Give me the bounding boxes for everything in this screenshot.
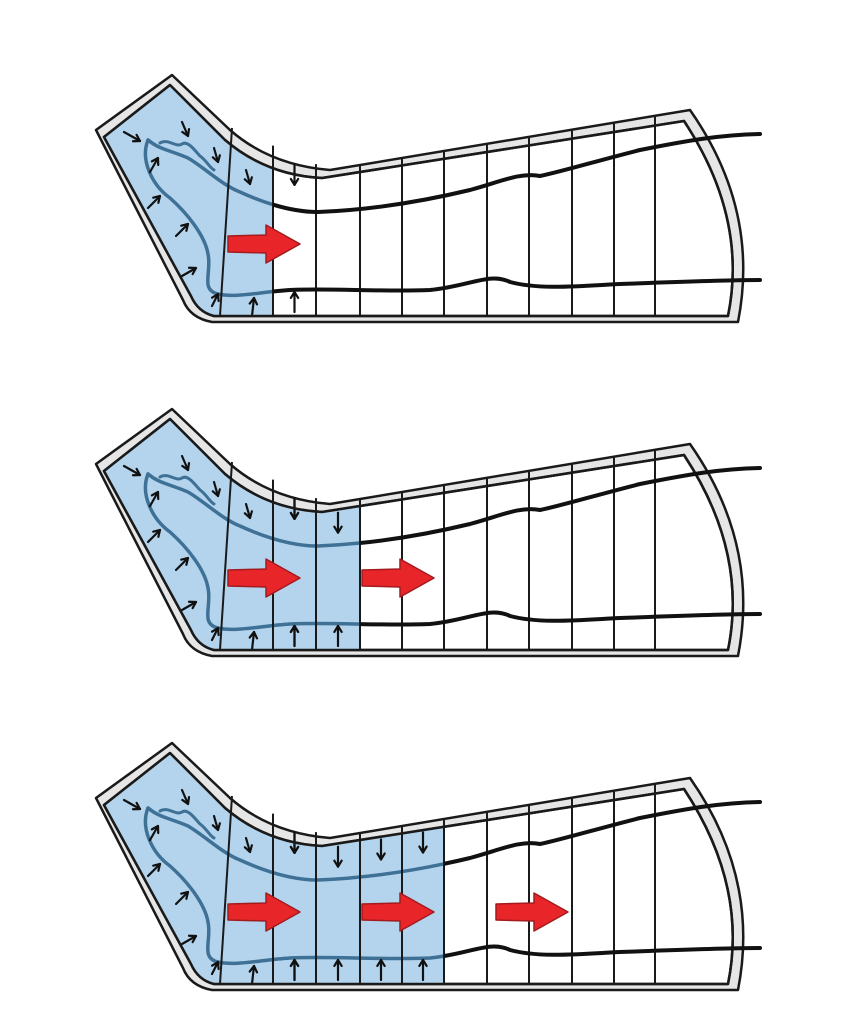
leg-lower-contour [360,610,762,627]
inflated-fill [104,419,360,650]
compression-arrow-icon [148,156,160,174]
chamber-divider [219,461,233,651]
compression-arrow-icon [333,624,343,648]
leg-upper-contour [444,800,762,866]
foot-toes [158,808,216,840]
flow-direction-arrow-icon [361,558,435,598]
leg-upper-contour [360,466,762,546]
leg-lower-contour-inflated [143,806,444,966]
inflated-region [104,419,360,650]
compression-arrow-icon [211,814,221,832]
leg-upper-contour-inflated [146,466,360,548]
compression-arrow-icon [180,788,191,806]
compression-arrow-icon [146,862,162,878]
compression-arrow-icon [210,292,220,308]
compression-arrow-icon [333,511,343,534]
leg-lower-contour [273,276,762,294]
compression-arrow-icon [243,836,253,854]
flow-direction-arrow-icon [227,224,301,264]
sleeve-inner-outline [102,83,734,318]
sleeve-inner-outline [102,751,734,986]
leg-upper-contour-inflated [146,132,273,214]
compression-arrow-icon [148,490,160,508]
inflated-fill [104,85,273,316]
leg-lower-contour-inflated [143,138,273,298]
compression-arrow-icon [180,934,198,946]
leg-upper-contour [273,132,762,215]
compression-arrow-icon [180,266,198,278]
compression-arrow-icon [418,831,428,854]
chamber-divider [219,795,233,985]
compression-arrow-icon [122,130,142,143]
compression-arrow-icon [248,630,259,652]
leg-contour [143,132,273,298]
sleeve-stage-3 [94,741,745,992]
compression-arrow-icon [243,502,253,520]
compression-arrow-icon [180,120,191,138]
compression-arrow-icon [248,296,259,318]
foot-toes [158,474,216,506]
compression-arrow-icon [333,845,343,868]
compression-arrow-icon [333,958,343,982]
compression-arrow-icon [210,626,220,642]
leg-contour [143,466,360,632]
compression-arrow-icon [243,168,253,186]
compression-arrow-icon [174,222,190,238]
compression-arrow-icon [211,146,221,164]
compression-arrow-icon [248,964,259,986]
inflated-region [104,85,273,316]
compression-arrow-icon [180,454,191,472]
flow-direction-arrow-icon [495,892,569,932]
compression-arrow-icon [211,480,221,498]
compression-arrow-icon [174,556,190,572]
compression-arrow-icon [148,824,160,842]
compression-arrow-icon [122,798,142,811]
leg-upper-contour-inflated [146,800,444,882]
chamber-divider [219,127,233,317]
foot-toes [158,140,216,172]
compression-arrow-icon [122,464,142,477]
flow-direction-arrow-icon [227,558,301,598]
compression-arrow-icon [376,958,386,982]
compression-arrow-icon [376,838,386,861]
flow-direction-arrow-icon [361,892,435,932]
compression-arrow-icon [418,958,428,982]
sleeve-inner-outline [102,417,734,652]
compression-arrow-icon [289,290,300,314]
flow-direction-arrow-icon [227,892,301,932]
leg-lower-contour-inflated [143,472,360,632]
compression-arrow-icon [210,960,220,976]
compression-arrow-icon [180,600,198,612]
compression-arrow-icon [289,958,300,982]
compression-arrow-icon [289,624,300,648]
leg-lower-contour [444,944,762,959]
compression-arrow-icon [146,528,162,544]
leg-contour [143,800,444,966]
compression-arrow-icon [146,194,162,210]
compression-arrow-icon [174,890,190,906]
